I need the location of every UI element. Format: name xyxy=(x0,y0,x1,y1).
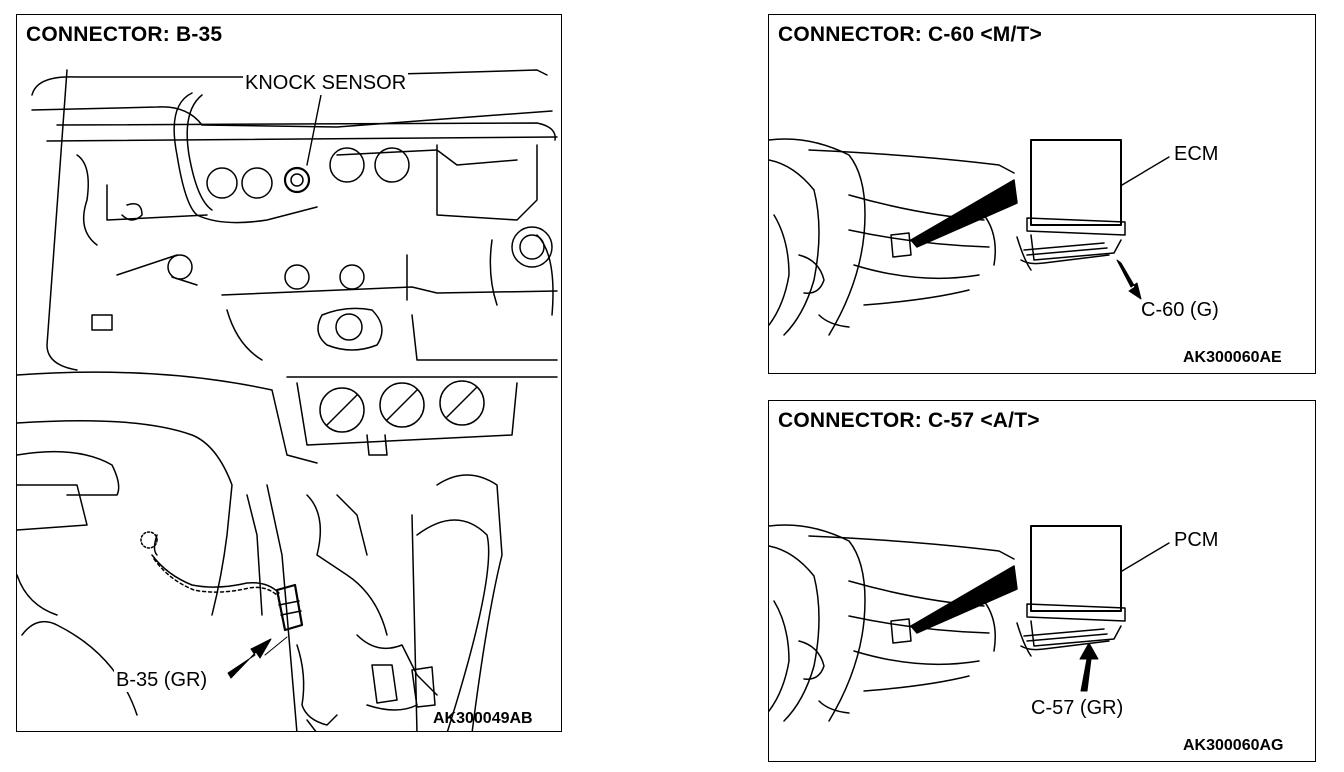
figure-code: AK300060AG xyxy=(1183,737,1284,754)
connector-c57-panel: CONNECTOR: C-57 <A/T> PCM C-57 (GR) AK30… xyxy=(768,400,1316,762)
pcm-label: PCM xyxy=(1174,529,1219,551)
c60-arrow-icon xyxy=(1117,260,1141,299)
panel-title: CONNECTOR: C-57 <A/T> xyxy=(778,409,1040,432)
figure-code: AK300049AB xyxy=(433,710,533,727)
b35-arrow-icon xyxy=(228,639,271,678)
ecm-label: ECM xyxy=(1174,143,1219,165)
figure-code: AK300060AE xyxy=(1183,349,1282,366)
connector-b35-panel: CONNECTOR: B-35 KNOCK SENSOR B-35 (GR) A… xyxy=(16,14,562,732)
connector-label: C-60 (G) xyxy=(1141,299,1219,321)
knock-sensor-label: KNOCK SENSOR xyxy=(243,72,409,95)
panel-title: CONNECTOR: C-60 <M/T> xyxy=(778,23,1043,46)
pcm-unit-icon xyxy=(1031,526,1121,611)
ecm-unit-icon xyxy=(1031,140,1121,225)
ecm-location-drawing xyxy=(769,15,1316,374)
knock-sensor-icon xyxy=(285,168,309,192)
pcm-location-drawing xyxy=(769,401,1316,762)
engine-knock-sensor-drawing xyxy=(17,15,562,732)
connector-label: C-57 (GR) xyxy=(1031,697,1124,719)
c57-arrow-icon xyxy=(1080,643,1098,691)
connector-c60-panel: CONNECTOR: C-60 <M/T> ECM C-60 (G) AK300… xyxy=(768,14,1316,374)
connector-label: B-35 (GR) xyxy=(114,669,210,692)
panel-title: CONNECTOR: B-35 xyxy=(26,23,223,46)
